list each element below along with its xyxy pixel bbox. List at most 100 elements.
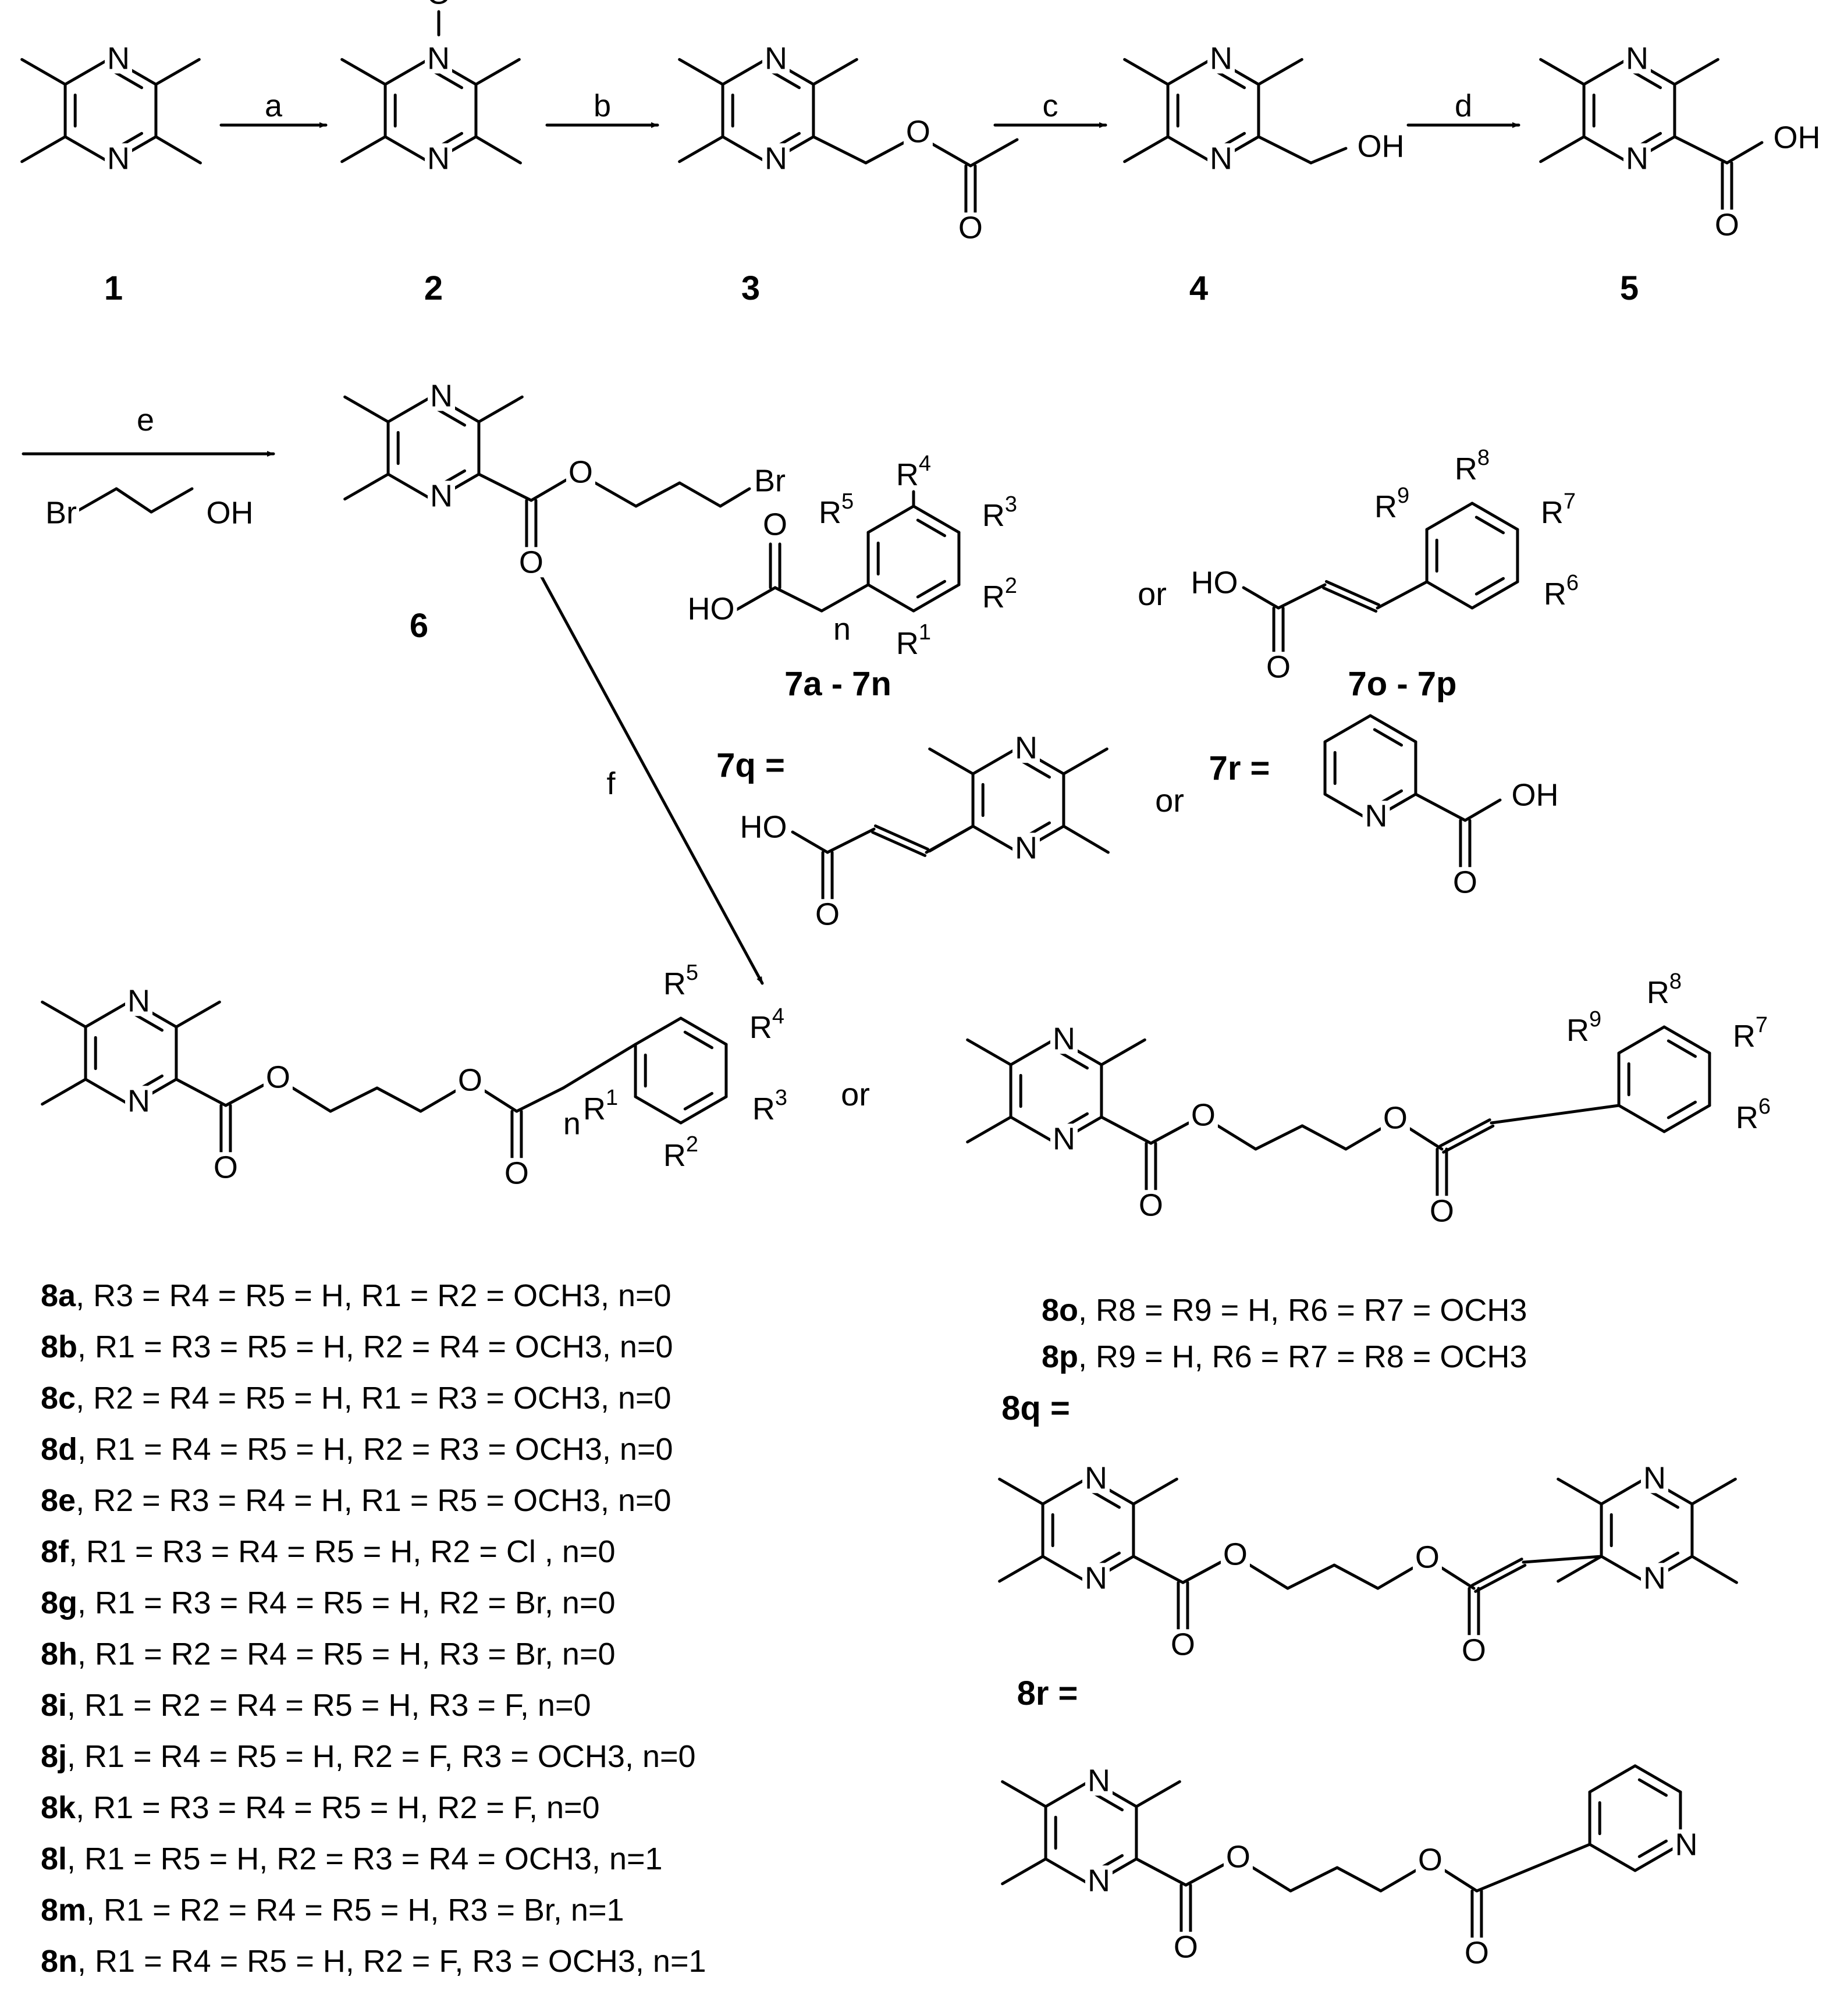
label-mask [1082, 1463, 1110, 1494]
label-mask [1050, 1023, 1078, 1054]
pyrazine-ring [1649, 1490, 1679, 1509]
chain-bond [1475, 1843, 1591, 1893]
phenyl-ring [1425, 580, 1474, 610]
label-mask [1771, 122, 1823, 153]
methyl-bond [154, 58, 201, 86]
bromopropanol-bond [150, 487, 194, 514]
label-mask [105, 143, 132, 174]
label-mask [979, 576, 1020, 613]
carbonyl-o: O [1174, 1929, 1198, 1964]
pyrazine-n: N [1210, 41, 1232, 76]
ester-o: O [1383, 1100, 1408, 1135]
pyrazine-n: N [1643, 1560, 1666, 1595]
label-mask [1641, 1463, 1668, 1494]
methyl-bond [1062, 824, 1110, 854]
label-mask [1188, 1100, 1218, 1130]
label-mask [903, 116, 933, 147]
step-label-c: c [1043, 88, 1058, 123]
hydroxyl: OH [1511, 777, 1558, 812]
vinyl-bond [925, 824, 975, 854]
substituent-row-8c: 8c, R2 = R4 = R5 = H, R1 = R3 = OCH3, n=… [41, 1381, 671, 1416]
methyl-bond [20, 58, 67, 86]
phenyl-ring [1667, 1100, 1697, 1119]
pyridine-ring [1588, 1764, 1637, 1794]
phenyl-ring [1475, 577, 1505, 596]
pyrazine-ring [1041, 1555, 1090, 1584]
r4: R4 [896, 451, 931, 492]
substituent-row-8d: 8d, R1 = R4 = R5 = H, R2 = R3 = OCH3, n=… [41, 1432, 673, 1467]
linker-bond [1286, 1563, 1336, 1590]
ester-bond [864, 138, 911, 165]
label-mask [1012, 733, 1040, 763]
pyrazine-n: N [1088, 1763, 1110, 1798]
label-mask [1136, 1190, 1166, 1221]
pyrazine-ring [721, 56, 770, 86]
acid-bond [1673, 135, 1729, 165]
pyridine-ring [1637, 1839, 1668, 1858]
label-mask [1085, 1765, 1113, 1796]
pyrazine-ring [1021, 760, 1051, 779]
substituent-row-8m: 8m, R1 = R2 = R4 = R5 = H, R3 = Br, n=1 [41, 1893, 624, 1928]
compound-3: 3 [741, 269, 760, 307]
bromopropanol-bond [115, 487, 153, 514]
linker-bond [224, 1083, 265, 1107]
pyrazine-ring [971, 824, 1020, 854]
label-mask [893, 454, 934, 490]
substituent-row-8k: 8k, R1 = R3 = R4 = R5 = H, R2 = F, n=0 [41, 1790, 600, 1825]
methyl-bond [1557, 1555, 1603, 1583]
hydroxyl: HO [688, 591, 735, 626]
pyrazine-n: N [765, 141, 787, 176]
label-mask [979, 495, 1020, 531]
label-mask [660, 963, 701, 1000]
label-mask [1372, 486, 1412, 522]
label-mask [1450, 867, 1480, 898]
linker-bond [1289, 1866, 1339, 1893]
phenyl-ring [1662, 1104, 1711, 1133]
alkene-bond [1474, 1563, 1527, 1593]
pyrazine-n: N [107, 141, 130, 176]
label-mask [428, 381, 455, 411]
phenyl-ring [683, 1091, 713, 1111]
label-mask [660, 1135, 701, 1171]
methyl-bond [1673, 58, 1719, 86]
alkene-bond [1324, 580, 1380, 607]
oh-bond [1309, 147, 1348, 165]
pyrazine-n: N [1053, 1121, 1075, 1156]
step-label-f: f [606, 766, 616, 801]
pyrazine-ring [1216, 70, 1246, 90]
pyridine-ring [1323, 714, 1372, 744]
methyl-bond [477, 395, 524, 424]
pyrazine-ring [1600, 1476, 1648, 1506]
r5: R5 [819, 489, 854, 530]
label-mask [1462, 1937, 1491, 1968]
label-mask [747, 1007, 787, 1043]
methyl-bond [1100, 1038, 1146, 1066]
methyl-bond [812, 58, 858, 86]
label-mask [816, 492, 857, 528]
alkene-bond [1442, 1124, 1495, 1154]
hydroxyl: OH [1357, 129, 1404, 163]
pyrazine-n: N [1088, 1863, 1110, 1898]
carbonyl-o: O [1453, 865, 1477, 899]
phenyl-ring [1667, 1039, 1697, 1058]
label-mask [211, 1152, 240, 1183]
linker-bond [1379, 1869, 1417, 1893]
pyrazine-ring [1582, 56, 1631, 86]
methyl-bond [1135, 1780, 1181, 1808]
label-mask [1733, 1097, 1774, 1133]
pyrazine-n: N [1085, 1560, 1107, 1595]
phenyl-ring [866, 504, 915, 534]
label-mask [1012, 833, 1040, 863]
pyrazine-n: N [765, 41, 787, 76]
bromopropanol-bond [74, 487, 118, 514]
alkene-bond [1470, 1558, 1523, 1587]
linker-bond [419, 1089, 457, 1113]
pyrazine-n: N [1085, 1460, 1107, 1495]
step-label-b: b [594, 88, 611, 123]
ester-bond [477, 472, 533, 502]
methyl-bond [154, 135, 202, 165]
label-mask [1452, 448, 1493, 485]
methyl-bond [340, 135, 387, 163]
r7: R7 [1541, 489, 1576, 530]
chain-bond [1440, 1566, 1476, 1590]
